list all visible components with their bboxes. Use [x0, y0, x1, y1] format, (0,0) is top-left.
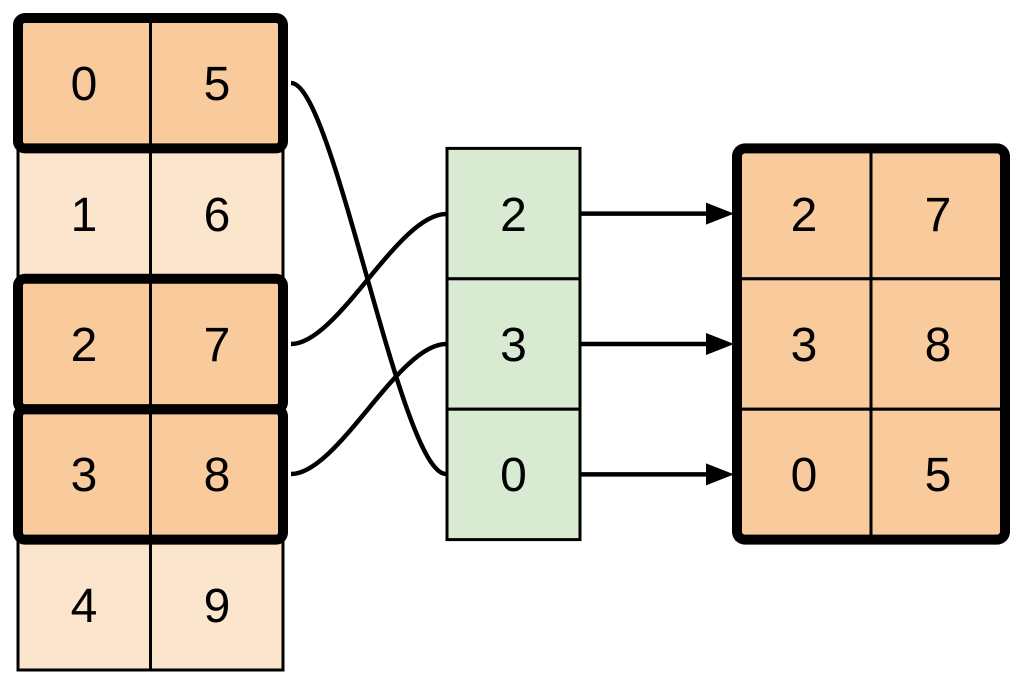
result-cell-r1c1 [869, 277, 1007, 411]
connector-curve-row2-to-index0 [290, 211, 447, 347]
index-cell-2 [445, 407, 582, 542]
source-table: 0 5 1 6 2 7 3 8 4 9 [13, 13, 288, 672]
source-to-index-connectors [290, 80, 447, 477]
source-row-highlight-3 [13, 404, 288, 545]
index-to-result-arrows [580, 202, 734, 486]
index-cell-value: 3 [500, 319, 527, 372]
result-cell-value: 0 [791, 449, 818, 502]
source-cell-r0c1 [149, 16, 285, 150]
source-cell-value: 3 [71, 449, 98, 502]
source-cell-r3c1 [149, 407, 285, 542]
source-cell-value: 8 [204, 449, 231, 502]
source-cell-value: 0 [71, 58, 98, 111]
index-cell-value: 2 [500, 189, 527, 242]
arrow-row2 [580, 463, 734, 486]
result-cell-value: 2 [791, 189, 818, 242]
source-cell-r4c0 [16, 538, 152, 672]
source-cell-value: 1 [71, 189, 98, 242]
index-cell-0 [445, 146, 582, 281]
index-table: 2 3 0 [445, 146, 582, 542]
arrow-row1 [580, 333, 734, 355]
source-cell-value: 6 [204, 189, 231, 242]
index-cell-value: 0 [500, 449, 527, 502]
result-cell-value: 5 [925, 449, 952, 502]
arrow-row0 [580, 202, 734, 225]
arrowhead-icon [706, 463, 734, 486]
arrowhead-icon [706, 202, 734, 225]
result-table: 2 7 3 8 0 5 [732, 143, 1010, 545]
result-cell-value: 3 [791, 319, 818, 372]
source-cell-r2c1 [149, 277, 285, 411]
source-cell-r0c0 [16, 16, 152, 150]
arrowhead-icon [706, 333, 734, 355]
source-cell-r4c1 [149, 538, 285, 672]
result-cell-value: 8 [925, 319, 952, 372]
source-cell-value: 7 [204, 319, 231, 372]
source-cell-value: 4 [71, 580, 98, 633]
result-cell-r2c1 [869, 407, 1007, 542]
result-cell-r2c0 [735, 407, 873, 542]
connector-curve-row3-to-index1 [290, 341, 447, 477]
source-cell-value: 9 [204, 580, 231, 633]
result-cell-r1c0 [735, 277, 873, 411]
result-table-outline [732, 143, 1010, 545]
source-row-highlight-0 [13, 13, 288, 154]
source-cell-value: 2 [71, 319, 98, 372]
source-cell-r1c1 [149, 146, 285, 281]
source-cell-value: 5 [204, 58, 231, 111]
result-cell-value: 7 [925, 189, 952, 242]
